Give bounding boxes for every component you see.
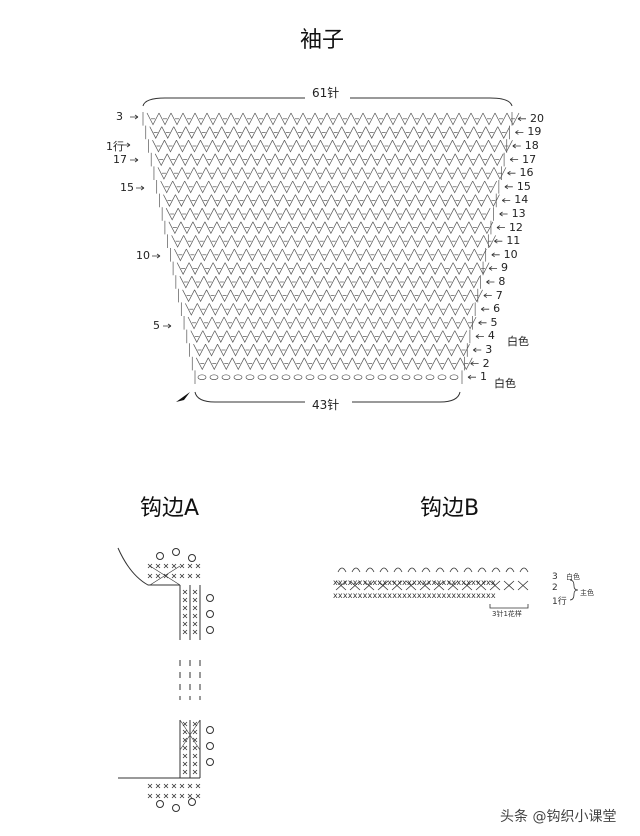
edge-b-white-label: 白色 [566, 573, 580, 581]
row-number-label: 18 [524, 139, 539, 152]
row-arrow-icon [467, 374, 476, 380]
left-label-15: 15 [120, 181, 134, 194]
sleeve-title: 袖子 [300, 28, 345, 53]
left-label-17: 17 [113, 153, 127, 166]
edge-b-row1: 1行 [552, 597, 567, 607]
row-number-label: 5 [490, 315, 498, 329]
left-arrow-icon [163, 323, 172, 329]
row-arrow-icon [509, 157, 519, 162]
row-arrow-icon [494, 238, 503, 244]
sleeve-row [153, 166, 507, 180]
row-number-label: 7 [495, 288, 503, 302]
row-arrow-icon [517, 116, 526, 122]
row-number-label: 1 [480, 370, 487, 384]
left-label-10: 10 [136, 249, 150, 262]
edge-b-repeat-label: 3针1花样 [492, 610, 522, 618]
row-arrow-icon [483, 293, 492, 298]
row-arrow-icon [507, 170, 516, 176]
row-arrow-icon [496, 225, 505, 230]
row-number-label: 14 [514, 193, 529, 207]
sleeve-row [161, 207, 494, 221]
row-arrow-icon [512, 143, 521, 149]
edge-b-row3: 3 [552, 572, 558, 582]
sleeve-row [191, 356, 473, 371]
row-number-label: 16 [519, 166, 534, 180]
left-arrow-icon [122, 142, 131, 148]
row-arrows-left [122, 114, 172, 329]
edge-b-title: 钩边B [420, 496, 480, 521]
top-bracket [142, 97, 513, 107]
row-arrow-icon [515, 130, 524, 135]
watermark: 头条 @钩织小课堂 [500, 809, 617, 825]
row-number-label: 11 [506, 234, 521, 248]
top-stitch-count: 61针 [312, 86, 340, 100]
edge-b-x-row-2: xxxxxxxxxxxxxxxxxxxxxxxxxxxxxxxxx [333, 578, 496, 587]
left-arrow-icon [130, 114, 139, 120]
row-number-label: 10 [503, 247, 518, 261]
sleeve-row [142, 112, 520, 126]
edge-b-row2: 2 [552, 583, 558, 593]
edge-a-diagram [117, 547, 214, 812]
edge-a-title: 钩边A [140, 496, 200, 521]
row-arrow-icon [478, 320, 487, 326]
row-number-label: 6 [493, 302, 501, 316]
sleeve-row [164, 220, 494, 235]
edge-b-x-row-1: xxxxxxxxxxxxxxxxxxxxxxxxxxxxxxxxx [333, 591, 496, 600]
row-arrow-icon [480, 306, 490, 312]
sleeve-row [178, 288, 483, 303]
left-label-1: 1行 [106, 140, 124, 153]
row-number-label: 4 [487, 329, 495, 343]
sleeve-row [156, 180, 500, 194]
left-arrow-icon [152, 253, 161, 259]
left-arrow-icon [130, 157, 139, 163]
row-arrows-right [467, 116, 526, 380]
row-number-label: 9 [501, 261, 509, 275]
row-arrow-icon [473, 347, 482, 353]
row-arrow-icon [499, 211, 508, 217]
sleeve-row [183, 316, 477, 330]
sleeve-row [159, 193, 500, 208]
row-number-label: 3 [485, 343, 493, 356]
row-number-label: 20 [530, 111, 544, 125]
row-arrow-icon [501, 198, 511, 203]
row-arrow-icon [470, 361, 479, 366]
left-label-3: 3 [116, 110, 123, 123]
row-number-label: 13 [511, 207, 526, 220]
sleeve-stitch-grid [142, 112, 520, 384]
sleeve-row [170, 248, 487, 262]
sleeve-row [186, 329, 471, 344]
left-label-5: 5 [153, 319, 160, 332]
row-number-label: 8 [498, 275, 506, 288]
row-number-label: 17 [522, 152, 537, 166]
row-arrow-icon [491, 252, 500, 258]
row-number-label: 19 [527, 125, 542, 139]
row-number-label: 2 [482, 356, 490, 370]
bottom-bracket [194, 391, 461, 403]
row-arrow-icon [486, 279, 495, 285]
row-arrow-icon [475, 334, 484, 339]
row-number-label: 12 [508, 220, 523, 234]
left-arrow-icon [136, 185, 145, 191]
sleeve-row [148, 139, 513, 153]
sleeve-row [172, 261, 490, 276]
sleeve-row [145, 125, 511, 140]
row-arrow-icon [488, 266, 498, 271]
white-color-label-row1: 白色 [494, 377, 516, 390]
sleeve-row [189, 343, 470, 357]
row-number-label: 15 [516, 179, 531, 193]
sleeve-row [175, 275, 481, 289]
bottom-stitch-count: 43针 [312, 398, 340, 412]
edge-b-diagram [335, 567, 579, 609]
row-arrow-icon [504, 184, 513, 190]
edge-b-main-label: 主色 [580, 589, 594, 597]
start-arrow-icon [176, 392, 190, 402]
white-color-label-row4: 白色 [507, 335, 529, 348]
sleeve-row [167, 234, 496, 248]
sleeve-row [194, 370, 463, 384]
sleeve-row [150, 152, 505, 167]
sleeve-row [180, 302, 476, 316]
